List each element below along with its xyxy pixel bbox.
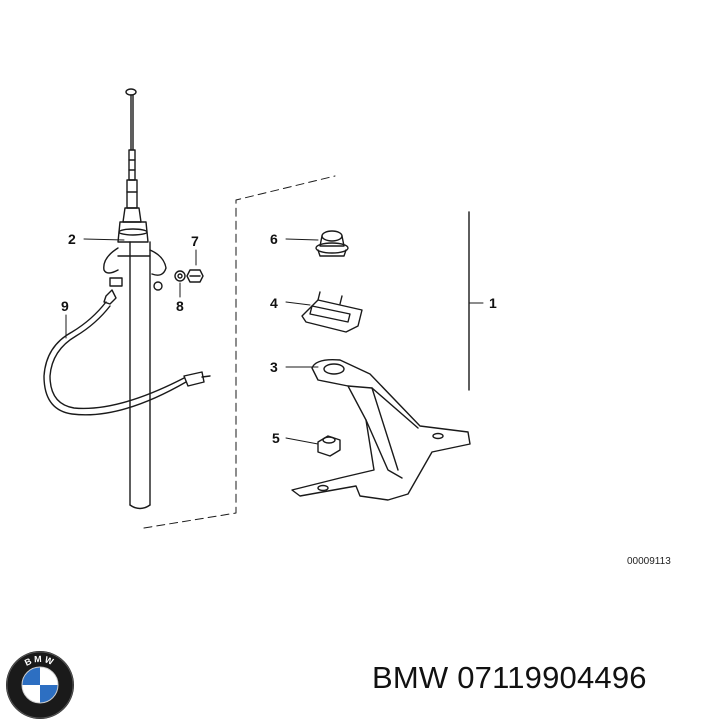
svg-text:BMW: BMW bbox=[23, 654, 57, 668]
part-caption: BMW 07119904496 bbox=[372, 660, 647, 696]
callout-9: 9 bbox=[61, 298, 69, 314]
clip-part-4 bbox=[301, 291, 363, 333]
antenna-mast bbox=[103, 88, 167, 510]
nut-part-5 bbox=[317, 435, 341, 457]
antenna-cable bbox=[43, 289, 211, 416]
washer-and-nut-small bbox=[174, 269, 204, 283]
logo-lettering: BMW bbox=[23, 654, 55, 668]
callout-3: 3 bbox=[270, 359, 278, 375]
assembly-frame bbox=[143, 175, 336, 529]
support-bracket-part-3 bbox=[291, 358, 471, 501]
callout-6: 6 bbox=[270, 231, 278, 247]
callout-2: 2 bbox=[68, 231, 76, 247]
callout-8: 8 bbox=[176, 298, 184, 314]
leader-lines bbox=[65, 238, 484, 445]
callout-7: 7 bbox=[191, 233, 199, 249]
brand-name: BMW bbox=[372, 660, 449, 695]
callout-5: 5 bbox=[272, 430, 280, 446]
grommet-part-6 bbox=[315, 230, 349, 257]
bmw-logo-icon: BMW bbox=[6, 651, 74, 719]
part-number: 07119904496 bbox=[457, 660, 647, 695]
diagram-reference-code: 00009113 bbox=[627, 556, 671, 567]
callout-1: 1 bbox=[489, 295, 497, 311]
callout-4: 4 bbox=[270, 295, 278, 311]
